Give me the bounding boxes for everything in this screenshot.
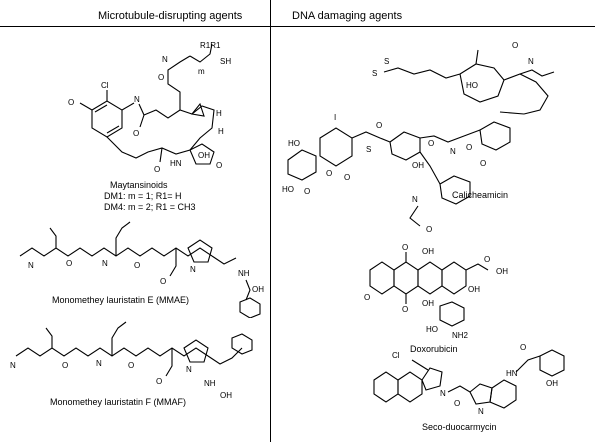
svg-text:O: O bbox=[62, 361, 68, 370]
svg-text:OH: OH bbox=[546, 379, 558, 388]
header-microtubule: Microtubule-disrupting agents bbox=[98, 10, 243, 22]
svg-text:N: N bbox=[450, 147, 456, 156]
svg-text:HN: HN bbox=[506, 369, 518, 378]
svg-text:OH: OH bbox=[220, 391, 232, 400]
svg-text:R1R1: R1R1 bbox=[200, 41, 221, 50]
svg-text:O: O bbox=[484, 255, 490, 264]
maytansinoids-dm4: DM4: m = 2; R1 = CH3 bbox=[104, 202, 196, 212]
svg-text:OH: OH bbox=[412, 161, 424, 170]
svg-text:O: O bbox=[512, 41, 518, 50]
svg-text:O: O bbox=[156, 377, 162, 386]
svg-text:N: N bbox=[440, 389, 446, 398]
svg-text:O: O bbox=[454, 399, 460, 408]
mmaf-structure: N N O O N O NH OH bbox=[10, 321, 253, 400]
svg-text:O: O bbox=[66, 259, 72, 268]
svg-text:N: N bbox=[162, 55, 168, 64]
svg-text:O: O bbox=[216, 161, 222, 170]
svg-text:N: N bbox=[102, 259, 108, 268]
maytansinoids-dm1: DM1: m = 1; R1= H bbox=[104, 191, 182, 201]
svg-text:N: N bbox=[528, 57, 534, 66]
svg-text:N: N bbox=[134, 95, 140, 104]
svg-text:HO: HO bbox=[466, 81, 478, 90]
svg-text:m: m bbox=[198, 67, 205, 76]
seco-duocarmycin-name: Seco-duocarmycin bbox=[422, 422, 497, 432]
calicheamicin-structure: HO O N S S O N O OH O N O I S O O O HO H… bbox=[282, 41, 555, 234]
svg-text:S: S bbox=[372, 69, 377, 78]
svg-text:N: N bbox=[10, 361, 16, 370]
svg-text:O: O bbox=[160, 277, 166, 286]
header-dna-damaging: DNA damaging agents bbox=[292, 10, 403, 22]
svg-text:HN: HN bbox=[170, 159, 182, 168]
svg-text:O: O bbox=[402, 305, 408, 314]
svg-text:O: O bbox=[480, 159, 486, 168]
svg-text:SH: SH bbox=[220, 57, 231, 66]
svg-text:Cl: Cl bbox=[101, 81, 109, 90]
svg-text:OH: OH bbox=[496, 267, 508, 276]
svg-text:N: N bbox=[96, 359, 102, 368]
svg-text:O: O bbox=[68, 98, 74, 107]
svg-text:N: N bbox=[190, 265, 196, 274]
svg-text:O: O bbox=[154, 165, 160, 174]
svg-text:HO: HO bbox=[426, 325, 438, 334]
svg-text:I: I bbox=[334, 113, 336, 122]
svg-text:OH: OH bbox=[252, 285, 264, 294]
svg-text:S: S bbox=[384, 57, 389, 66]
header-divider bbox=[0, 26, 595, 27]
svg-text:O: O bbox=[326, 169, 332, 178]
svg-text:HO: HO bbox=[282, 185, 294, 194]
svg-text:NH2: NH2 bbox=[452, 331, 469, 340]
svg-text:O: O bbox=[158, 73, 164, 82]
svg-text:O: O bbox=[304, 187, 310, 196]
mmaf-name: Monomethey lauristatin F (MMAF) bbox=[50, 397, 187, 407]
svg-text:HO: HO bbox=[288, 139, 300, 148]
svg-text:OH: OH bbox=[422, 247, 434, 256]
svg-text:OH: OH bbox=[468, 285, 480, 294]
calicheamicin-name: Calicheamicin bbox=[452, 190, 509, 200]
svg-text:Cl: Cl bbox=[392, 351, 400, 360]
svg-text:O: O bbox=[426, 225, 432, 234]
svg-text:O: O bbox=[364, 293, 370, 302]
svg-text:H: H bbox=[216, 109, 222, 118]
svg-text:O: O bbox=[133, 129, 139, 138]
svg-text:OH: OH bbox=[198, 151, 210, 160]
svg-text:N: N bbox=[28, 261, 34, 270]
svg-text:OH: OH bbox=[422, 299, 434, 308]
column-divider bbox=[270, 0, 271, 442]
maytansinoid-structure: Cl O N O O N R1R1 SH m H H OH HN O O bbox=[68, 41, 231, 174]
svg-text:N: N bbox=[478, 407, 484, 416]
svg-text:N: N bbox=[412, 195, 418, 204]
svg-text:O: O bbox=[128, 361, 134, 370]
mmae-structure: N N O O N O NH OH bbox=[19, 221, 264, 318]
svg-text:O: O bbox=[134, 261, 140, 270]
svg-text:H: H bbox=[218, 127, 224, 136]
mmae-name: Monomethey lauristatin E (MMAE) bbox=[52, 295, 190, 305]
svg-text:N: N bbox=[186, 365, 192, 374]
svg-text:O: O bbox=[402, 243, 408, 252]
svg-text:O: O bbox=[376, 121, 382, 130]
svg-text:NH: NH bbox=[204, 379, 216, 388]
seco-duocarmycin-structure: Cl N O N HN O OH bbox=[373, 343, 565, 416]
svg-text:O: O bbox=[344, 173, 350, 182]
svg-text:O: O bbox=[466, 143, 472, 152]
svg-text:NH: NH bbox=[238, 269, 250, 278]
maytansinoids-name: Maytansinoids bbox=[110, 180, 168, 190]
svg-text:S: S bbox=[366, 145, 371, 154]
doxorubicin-structure: O O OH OH O OH OH O HO NH2 bbox=[364, 243, 508, 340]
doxorubicin-name: Doxorubicin bbox=[410, 344, 458, 354]
svg-text:O: O bbox=[520, 343, 526, 352]
svg-text:O: O bbox=[428, 139, 434, 148]
